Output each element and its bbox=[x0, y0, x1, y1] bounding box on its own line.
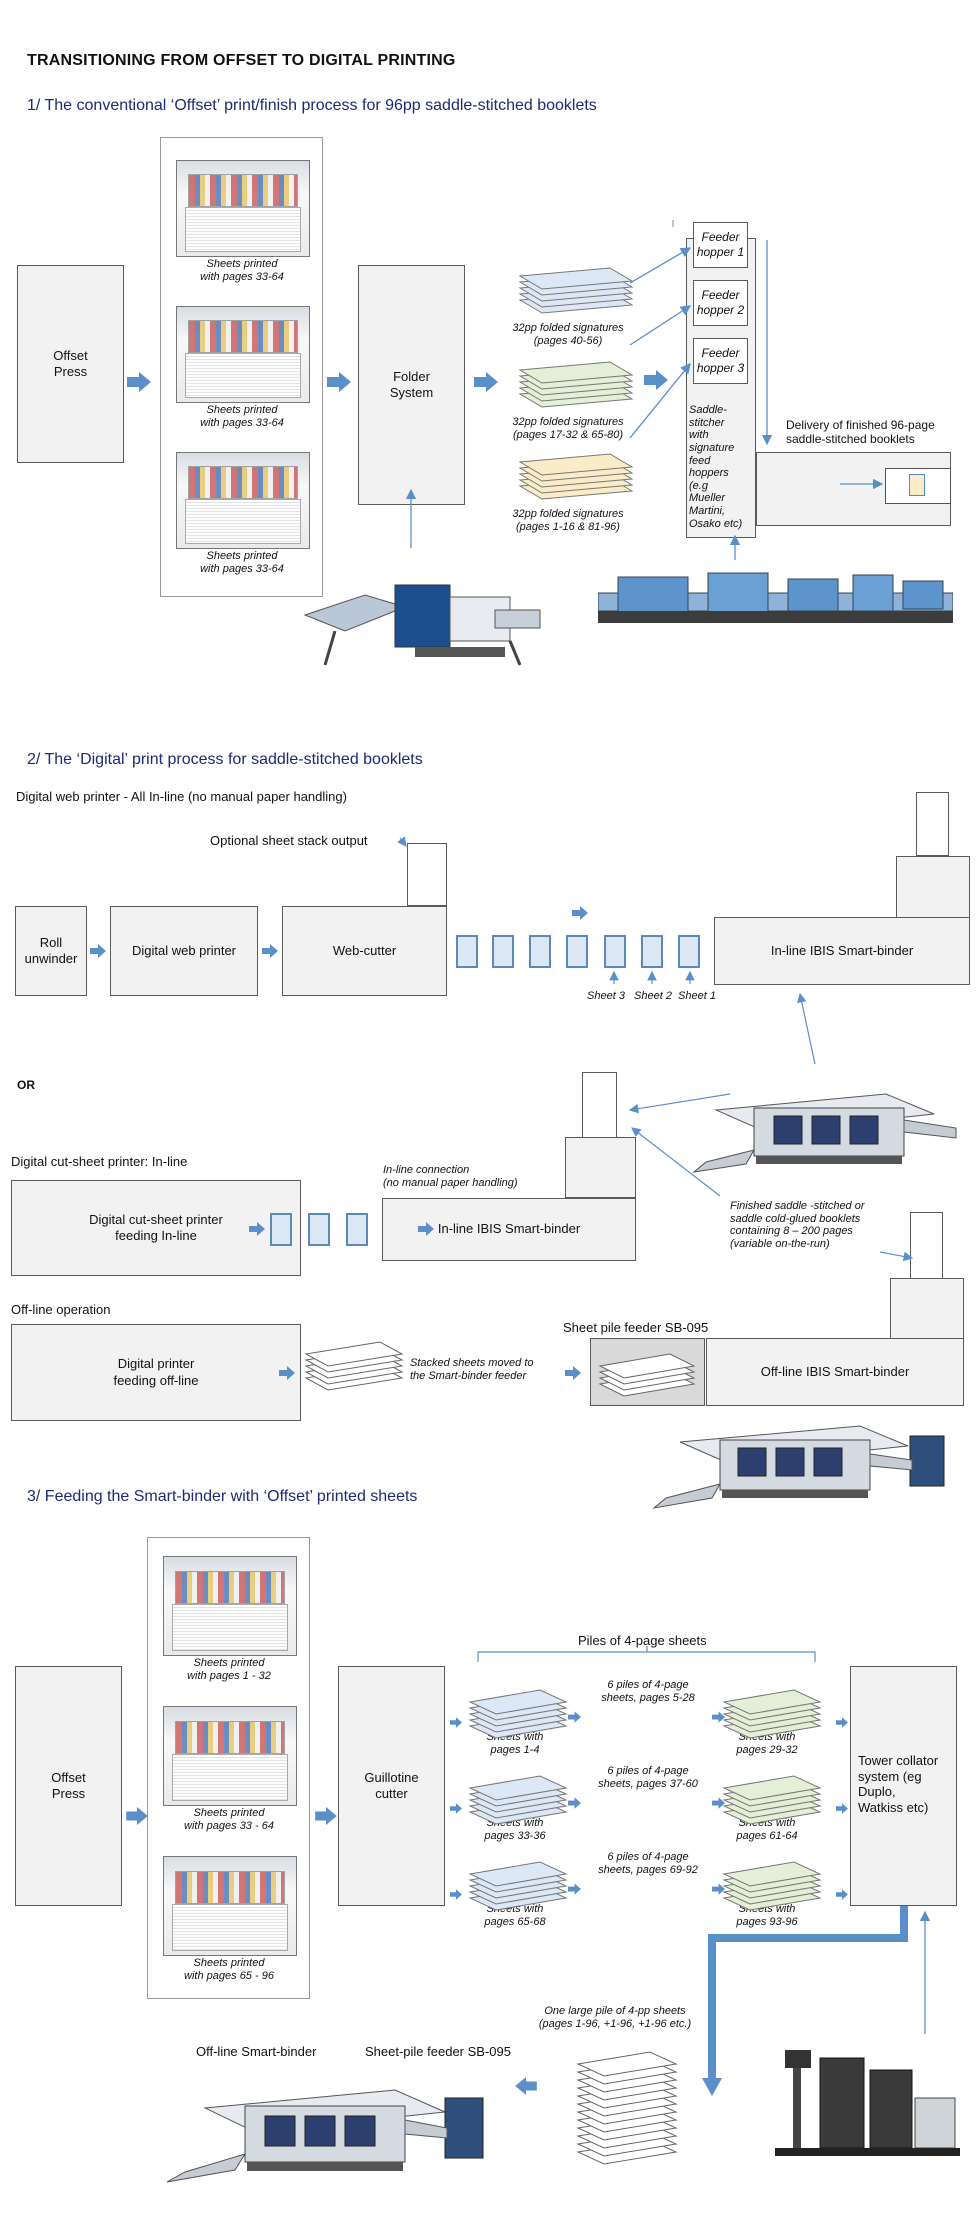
sheet-label-1: Sheet 1 bbox=[678, 990, 716, 1002]
sheet-label-2: Sheet 2 bbox=[634, 990, 672, 1002]
feeder-sheet-stack bbox=[598, 1353, 696, 1397]
optional-stack-output bbox=[407, 843, 447, 906]
pile-stack-93-96 bbox=[722, 1861, 822, 1911]
offline-binder-tower-top bbox=[910, 1212, 943, 1279]
tower-collator-box bbox=[850, 1666, 957, 1906]
section-3-heading: 3/ Feeding the Smart-binder with ‘Offset… bbox=[27, 1488, 418, 1505]
offline-binder-box: Off-line IBIS Smart-binder bbox=[706, 1338, 964, 1406]
pile-stack-65-68 bbox=[468, 1861, 568, 1911]
sheet-pile-feeder-label-2: Sheet-pile feeder SB-095 bbox=[365, 2044, 511, 2059]
inline-connection-note: In-line connection (no manual paper hand… bbox=[383, 1164, 518, 1189]
pile-stack-29-32 bbox=[722, 1689, 822, 1739]
sheet-stack-photo-3 bbox=[176, 452, 310, 549]
web-sheet-2 bbox=[492, 935, 514, 968]
offline-smart-binder-label: Off-line Smart-binder bbox=[196, 2044, 317, 2059]
web-sheet-6 bbox=[641, 935, 663, 968]
large-pile-note: One large pile of 4-pp sheets (pages 1-9… bbox=[538, 2005, 692, 2030]
sheet-caption-2: Sheets printed with pages 33-64 bbox=[200, 404, 284, 429]
inline-binder-2-tower bbox=[565, 1137, 636, 1198]
piles-label: Piles of 4-page sheets bbox=[578, 1633, 707, 1648]
cutsheet-sheet-2 bbox=[308, 1213, 330, 1246]
mid-label-3: 6 piles of 4-page sheets, pages 69-92 bbox=[598, 1851, 698, 1876]
offset-press-box-2: Offset Press bbox=[15, 1666, 122, 1906]
arrow-folder-to-signatures bbox=[474, 372, 498, 392]
sheet-stack-photo-2 bbox=[176, 306, 310, 403]
delivery-note: Delivery of finished 96-page saddle-stit… bbox=[786, 418, 935, 447]
sheet-caption-4: Sheets printed with pages 1 - 32 bbox=[187, 1657, 271, 1682]
stitcher-machine-photo bbox=[598, 565, 953, 635]
web-printer-title: Digital web printer - All In-line (no ma… bbox=[16, 789, 347, 804]
signature-caption-2: 32pp folded signatures (pages 17-32 & 65… bbox=[512, 416, 624, 441]
sheet-stack-photo-6 bbox=[163, 1856, 297, 1956]
sheet-stack-photo-1 bbox=[176, 160, 310, 257]
inline-binder-1-tower-top bbox=[916, 792, 949, 856]
folder-machine-photo bbox=[295, 555, 555, 670]
web-sheet-1 bbox=[456, 935, 478, 968]
section-2-heading: 2/ The ‘Digital’ print process for saddl… bbox=[27, 751, 423, 768]
inline-binder-2-tower-top bbox=[582, 1072, 617, 1138]
or-label: OR bbox=[17, 1078, 35, 1092]
web-sheet-5 bbox=[604, 935, 626, 968]
tower-collator-label: Tower collator system (eg Duplo, Watkiss… bbox=[858, 1753, 939, 1815]
sheet-caption-6: Sheets printed with pages 65 - 96 bbox=[184, 1957, 274, 1982]
sheet-label-3: Sheet 3 bbox=[587, 990, 625, 1002]
sheet-caption-5: Sheets printed with pages 33 - 64 bbox=[184, 1807, 274, 1832]
offline-binder-tower bbox=[890, 1278, 964, 1340]
feeder-hopper-2: Feeder hopper 2 bbox=[693, 280, 748, 326]
signature-caption-1: 32pp folded signatures (pages 40-56) bbox=[512, 322, 624, 347]
large-pile-stack bbox=[576, 2051, 678, 2165]
roll-unwinder-box: Roll unwinder bbox=[15, 906, 87, 996]
feeder-hopper-3: Feeder hopper 3 bbox=[693, 338, 748, 384]
offline-binder-photo-2 bbox=[145, 2058, 505, 2198]
arrow-press-to-sheets bbox=[127, 372, 151, 392]
signature-stack-2 bbox=[518, 361, 634, 408]
cutsheet-sheet-3 bbox=[346, 1213, 368, 1246]
guillotine-cutter-box: Guillotine cutter bbox=[338, 1666, 445, 1906]
web-sheet-3 bbox=[529, 935, 551, 968]
inline-binder-1-box: In-line IBIS Smart-binder bbox=[714, 917, 970, 985]
offline-binder-photo bbox=[640, 1400, 960, 1520]
printed-sheets-group bbox=[160, 137, 323, 597]
cutsheet-sheet-1 bbox=[270, 1213, 292, 1246]
pile-feeder-label: Sheet pile feeder SB-095 bbox=[563, 1320, 709, 1335]
sheet-stack-photo-4 bbox=[163, 1556, 297, 1656]
pile-stack-1-4 bbox=[468, 1689, 568, 1739]
offline-sheet-stack bbox=[304, 1341, 404, 1391]
inline-binder-1-tower bbox=[896, 856, 970, 918]
tower-collator-photo bbox=[775, 2040, 960, 2165]
signature-stack-3 bbox=[518, 453, 634, 500]
mid-label-2: 6 piles of 4-page sheets, pages 37-60 bbox=[598, 1765, 698, 1790]
cutsheet-title: Digital cut-sheet printer: In-line bbox=[11, 1154, 188, 1169]
arrow-sheets-to-folder bbox=[327, 372, 351, 392]
offline-printer-box: Digital printer feeding off-line bbox=[11, 1324, 301, 1421]
stitcher-description: Saddle- stitcher with signature feed hop… bbox=[689, 404, 743, 530]
inline-binder-photo bbox=[686, 1070, 958, 1182]
finished-booklet bbox=[909, 474, 925, 496]
digital-web-printer-box: Digital web printer bbox=[110, 906, 258, 996]
finished-booklets-note: Finished saddle -stitched or saddle cold… bbox=[730, 1200, 865, 1250]
pile-stack-61-64 bbox=[722, 1775, 822, 1825]
mid-label-1: 6 piles of 4-page sheets, pages 5-28 bbox=[601, 1679, 695, 1704]
offset-press-box: Offset Press bbox=[17, 265, 124, 463]
section-1-heading: 1/ The conventional ‘Offset’ print/finis… bbox=[27, 97, 597, 114]
pile-stack-33-36 bbox=[468, 1775, 568, 1825]
web-cutter-box: Web-cutter bbox=[282, 906, 447, 996]
optional-output-label: Optional sheet stack output bbox=[210, 833, 368, 848]
folder-system-box: Folder System bbox=[358, 265, 465, 505]
signature-caption-3: 32pp folded signatures (pages 1-16 & 81-… bbox=[512, 508, 624, 533]
web-sheet-4 bbox=[566, 935, 588, 968]
web-sheet-7 bbox=[678, 935, 700, 968]
page-title: TRANSITIONING FROM OFFSET TO DIGITAL PRI… bbox=[27, 52, 456, 69]
sheet-caption-3: Sheets printed with pages 33-64 bbox=[200, 550, 284, 575]
printed-sheets-group-2 bbox=[147, 1537, 310, 1999]
feeder-hopper-1: Feeder hopper 1 bbox=[693, 222, 748, 268]
offline-title: Off-line operation bbox=[11, 1302, 111, 1317]
sheet-caption-1: Sheets printed with pages 33-64 bbox=[200, 258, 284, 283]
stacked-sheets-note: Stacked sheets moved to the Smart-binder… bbox=[410, 1357, 534, 1382]
sheet-stack-photo-5 bbox=[163, 1706, 297, 1806]
arrow-signatures-to-stitcher bbox=[644, 370, 668, 390]
signature-stack-1 bbox=[518, 267, 634, 314]
